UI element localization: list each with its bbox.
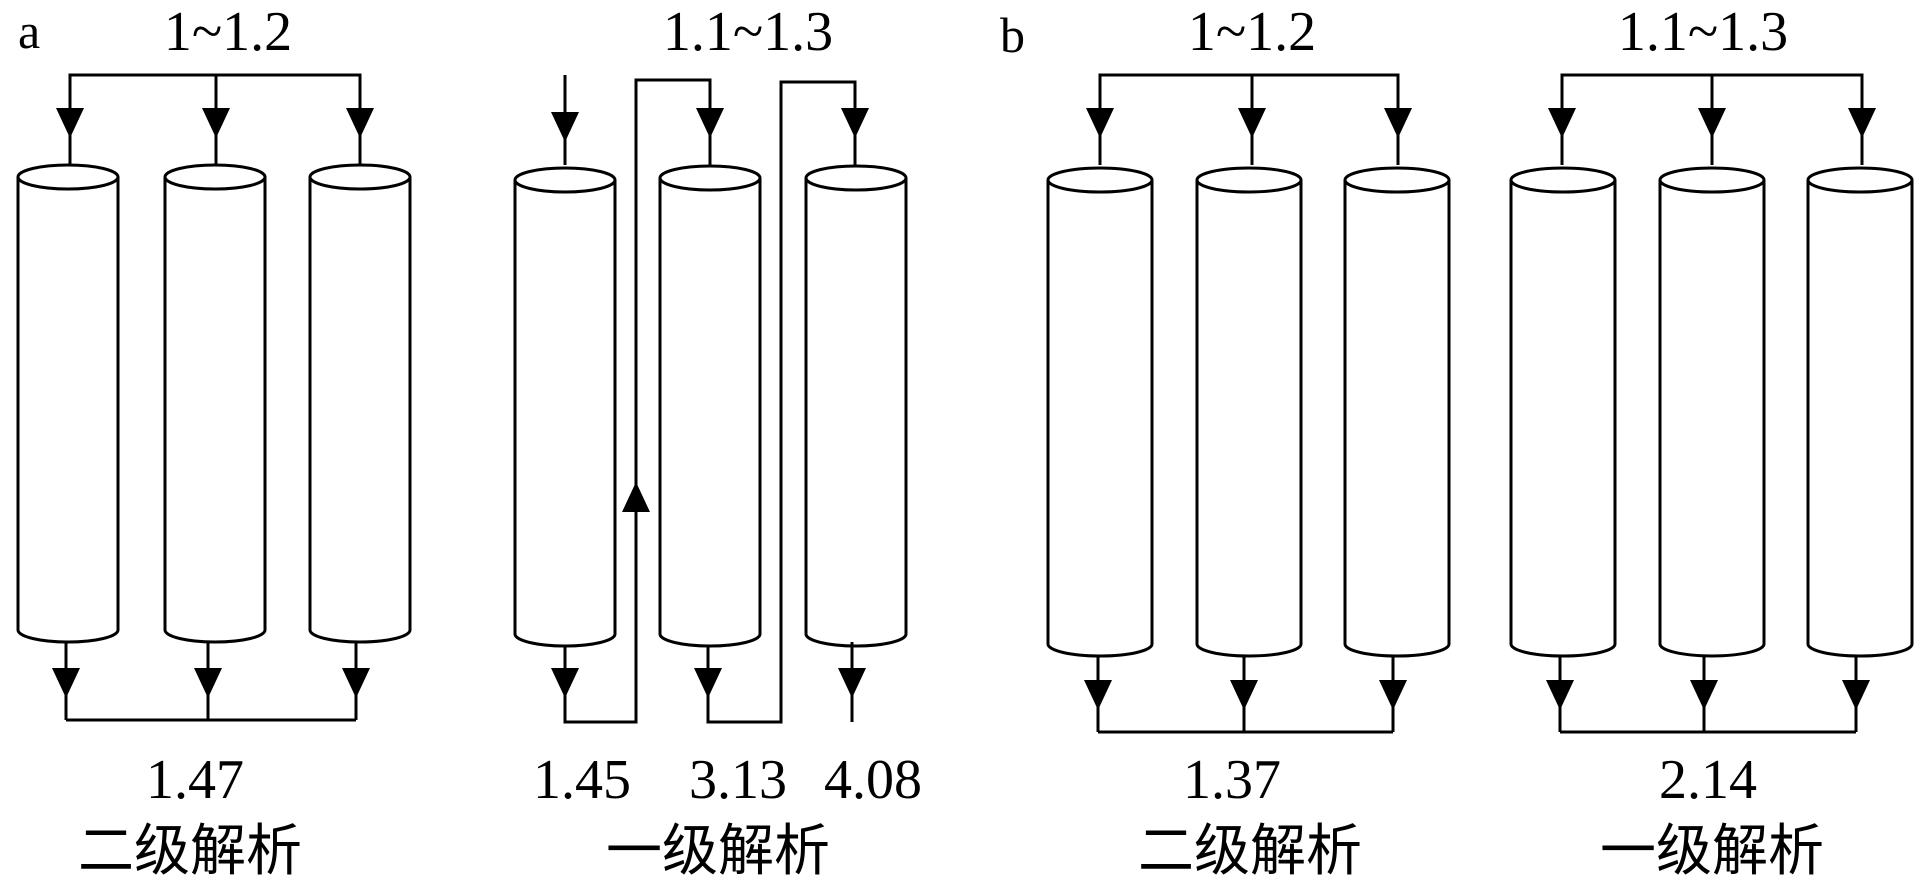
arrow-up-icon	[622, 482, 650, 512]
outlet-value: 4.08	[824, 749, 922, 811]
arrow-down-icon	[1084, 680, 1112, 710]
arrow-down-icon	[1548, 108, 1576, 138]
series-connector	[706, 80, 857, 724]
column	[1509, 166, 1617, 658]
arrow-down-icon	[696, 108, 724, 138]
column	[1806, 166, 1914, 658]
outlet-value: 3.13	[689, 749, 787, 811]
range-label: 1~1.2	[164, 1, 292, 63]
group-caption: 一级解析	[606, 821, 830, 883]
group-caption: 二级解析	[78, 821, 302, 883]
panel-b-right-group: 1.1~1.3 2.14 一级解析	[1509, 1, 1914, 883]
column	[16, 163, 120, 644]
column	[804, 164, 908, 648]
arrow-down-icon	[838, 668, 866, 698]
arrow-down-icon	[694, 668, 722, 698]
group-caption: 二级解析	[1138, 821, 1362, 883]
arrow-down-icon	[1842, 680, 1870, 710]
outlet-value: 2.14	[1659, 749, 1757, 811]
panel-label-b: b	[1000, 7, 1025, 63]
arrow-down-icon	[551, 112, 579, 142]
arrow-down-icon	[1238, 108, 1266, 138]
outlet-value: 1.37	[1183, 749, 1281, 811]
outlet-value: 1.45	[533, 749, 631, 811]
arrow-down-icon	[1379, 680, 1407, 710]
column	[1195, 166, 1303, 658]
arrow-down-icon	[1698, 108, 1726, 138]
column	[308, 163, 412, 644]
arrow-down-icon	[52, 668, 80, 698]
column	[513, 166, 617, 648]
outlet-value: 1.47	[146, 749, 244, 811]
column	[1343, 166, 1451, 658]
arrow-down-icon	[1848, 108, 1876, 138]
arrow-down-icon	[202, 108, 230, 138]
arrow-down-icon	[1384, 108, 1412, 138]
arrow-down-icon	[1546, 680, 1574, 710]
arrow-down-icon	[194, 668, 222, 698]
column	[658, 164, 762, 648]
range-label: 1~1.2	[1188, 1, 1316, 63]
group-caption: 一级解析	[1600, 821, 1824, 883]
column	[163, 163, 267, 644]
arrow-down-icon	[551, 668, 579, 698]
column	[1658, 166, 1766, 658]
arrow-down-icon	[342, 668, 370, 698]
arrow-down-icon	[841, 108, 869, 138]
range-label: 1.1~1.3	[1618, 1, 1788, 63]
panel-a-parallel-group: 1~1.2 1.47 二级解析	[16, 1, 412, 883]
panel-b-left-group: 1~1.2 1.37 二级解析	[1046, 1, 1451, 883]
range-label: 1.1~1.3	[663, 1, 833, 63]
series-connector	[563, 78, 712, 724]
arrow-down-icon	[1690, 680, 1718, 710]
arrow-down-icon	[1230, 680, 1258, 710]
arrow-down-icon	[346, 108, 374, 138]
panel-a-series-group: 1.1~1.3 1.45 3.13 4.08 一级解析	[513, 1, 922, 883]
arrow-down-icon	[56, 108, 84, 138]
panel-label-a: a	[18, 3, 40, 59]
arrow-down-icon	[1086, 108, 1114, 138]
column	[1046, 166, 1154, 658]
